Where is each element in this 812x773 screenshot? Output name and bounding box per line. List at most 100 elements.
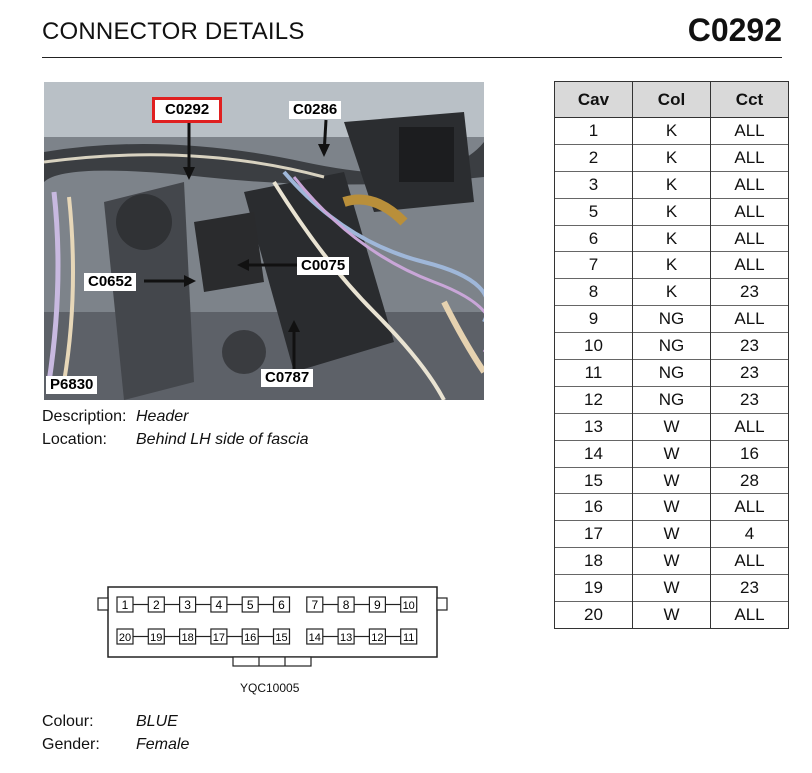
cell-cct: ALL <box>710 197 789 226</box>
cell-cct: 4 <box>710 520 789 548</box>
cell-cct: 23 <box>710 359 789 387</box>
cell-cav: 17 <box>554 520 633 548</box>
pin-number: 19 <box>150 632 162 644</box>
cell-cav: 11 <box>554 359 633 387</box>
cell-col: W <box>632 493 711 521</box>
cell-cct: ALL <box>710 601 789 629</box>
pin-number: 16 <box>244 632 256 644</box>
cell-cct: 23 <box>710 278 789 306</box>
photo-illustration <box>44 82 484 400</box>
colour-value: BLUE <box>136 713 178 730</box>
cell-cav: 19 <box>554 574 633 602</box>
pin-box <box>306 628 324 645</box>
cell-col: W <box>632 439 711 468</box>
pin-number: 17 <box>213 632 225 644</box>
location-label: Location: <box>42 431 107 448</box>
cell-cav: 18 <box>554 547 633 575</box>
cell-cct: 23 <box>710 574 789 602</box>
pin-number: 2 <box>153 598 160 612</box>
pin-box <box>272 628 291 645</box>
cell-col: K <box>632 251 711 279</box>
pin-number: 4 <box>216 598 223 612</box>
cell-cav: 16 <box>554 493 633 521</box>
cell-col: W <box>632 574 711 602</box>
pin-number: 5 <box>247 598 254 612</box>
cell-col: W <box>632 520 711 548</box>
cell-col: W <box>632 601 711 629</box>
cell-cct: ALL <box>710 547 789 575</box>
cell-cct: ALL <box>710 412 789 441</box>
connector-key-tab <box>232 656 312 667</box>
cell-cav: 13 <box>554 412 633 441</box>
table-header-row: Cav Col Cct <box>554 81 789 118</box>
header-divider <box>42 57 782 58</box>
cell-cct: ALL <box>710 143 789 172</box>
connector-latch-right <box>436 597 448 611</box>
colour-label: Colour: <box>42 713 94 730</box>
pin-number: 1 <box>122 598 129 612</box>
pin-number: 18 <box>181 632 193 644</box>
column-header-cav: Cav <box>554 81 633 118</box>
cell-col: K <box>632 143 711 172</box>
photo-label-c0286: C0286 <box>289 101 342 119</box>
cell-col: NG <box>632 305 711 333</box>
connector-code: C0292 <box>687 12 782 48</box>
cell-col: W <box>632 412 711 441</box>
cell-cav: 8 <box>554 278 633 306</box>
cell-col: W <box>632 466 711 494</box>
cell-cav: 15 <box>554 466 633 494</box>
pin-number: 13 <box>340 632 352 644</box>
photo-label-c0075: C0075 <box>297 257 350 275</box>
photo-label-c0787: C0787 <box>261 369 314 387</box>
cell-cct: ALL <box>710 117 789 145</box>
pin-number: 9 <box>374 598 381 612</box>
pin-number: 12 <box>371 632 383 644</box>
cell-col: NG <box>632 332 711 360</box>
cell-cct: 23 <box>710 385 789 414</box>
cell-cav: 14 <box>554 439 633 468</box>
cell-cct: ALL <box>710 493 789 521</box>
photo-label-c0292: C0292 <box>152 97 223 123</box>
pin-box <box>400 596 418 613</box>
description-row: Description:Header <box>42 408 188 426</box>
cell-cct: 16 <box>710 439 789 468</box>
cell-cct: 23 <box>710 332 789 360</box>
cell-col: NG <box>632 359 711 387</box>
description-value: Header <box>136 408 189 425</box>
cell-cav: 7 <box>554 251 633 279</box>
location-row: Location:Behind LH side of fascia <box>42 431 309 449</box>
cell-cav: 6 <box>554 224 633 252</box>
cell-cct: ALL <box>710 224 789 252</box>
cell-cct: 28 <box>710 466 789 494</box>
gender-label: Gender: <box>42 736 100 753</box>
column-header-col: Col <box>632 81 711 118</box>
photo-label-p6830: P6830 <box>46 376 98 394</box>
cell-cav: 12 <box>554 385 633 414</box>
cell-cav: 1 <box>554 117 633 145</box>
cell-cct: ALL <box>710 305 789 333</box>
cell-cav: 2 <box>554 143 633 172</box>
cell-cct: ALL <box>710 170 789 199</box>
cell-cav: 20 <box>554 601 633 629</box>
gender-row: Gender:Female <box>42 736 189 754</box>
page-title: CONNECTOR DETAILS <box>42 18 305 45</box>
photo-label-c0652: C0652 <box>84 273 137 291</box>
connector-latch-left <box>97 597 109 611</box>
pin-number: 14 <box>309 632 321 644</box>
